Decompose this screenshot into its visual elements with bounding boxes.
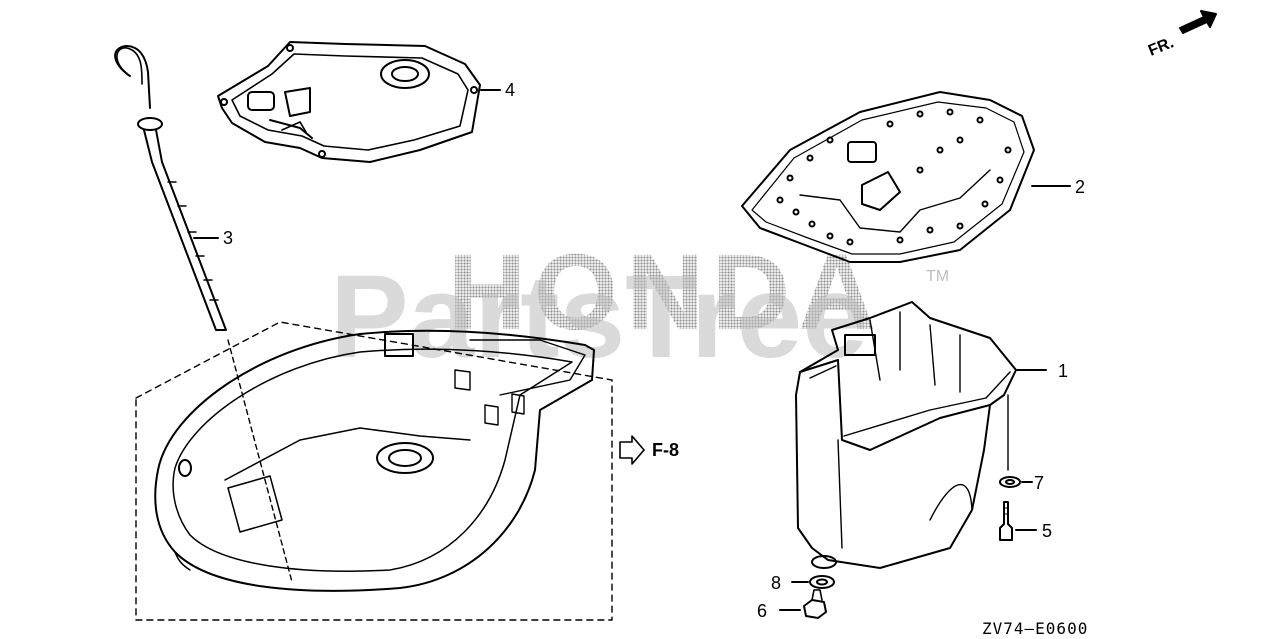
callout-6: 6 — [757, 601, 768, 621]
callout-1: 1 — [1058, 361, 1069, 381]
watermark-partstree: PartsTree — [330, 251, 868, 383]
part-3-dipstick — [114, 45, 227, 331]
part-4-gasket — [217, 41, 501, 163]
callout-4: 4 — [505, 80, 516, 100]
part-2-separator-plate — [741, 91, 1071, 263]
lower-engine-cover — [135, 321, 613, 621]
part-5-bolt — [999, 501, 1037, 541]
callout-8: 8 — [771, 573, 782, 593]
part-7-washer — [999, 476, 1033, 488]
callout-3: 3 — [223, 228, 234, 248]
callout-2: 2 — [1075, 177, 1086, 197]
watermark-trademark: TM — [926, 268, 950, 285]
reference-arrow-icon — [619, 435, 645, 465]
dipstick-guide-line — [227, 339, 293, 583]
watermark-honda: HONDA — [448, 231, 884, 352]
part-1-oil-pan — [795, 301, 1047, 569]
diagram-code: ZV74–E0600 — [982, 619, 1089, 638]
reference-link-f8[interactable]: F-8 — [652, 440, 679, 460]
callout-5: 5 — [1042, 521, 1053, 541]
front-direction-arrow-icon — [1179, 10, 1217, 34]
part-8-drain-washer — [791, 575, 835, 589]
part-6-drain-bolt — [779, 589, 827, 619]
callout-7: 7 — [1034, 473, 1045, 493]
